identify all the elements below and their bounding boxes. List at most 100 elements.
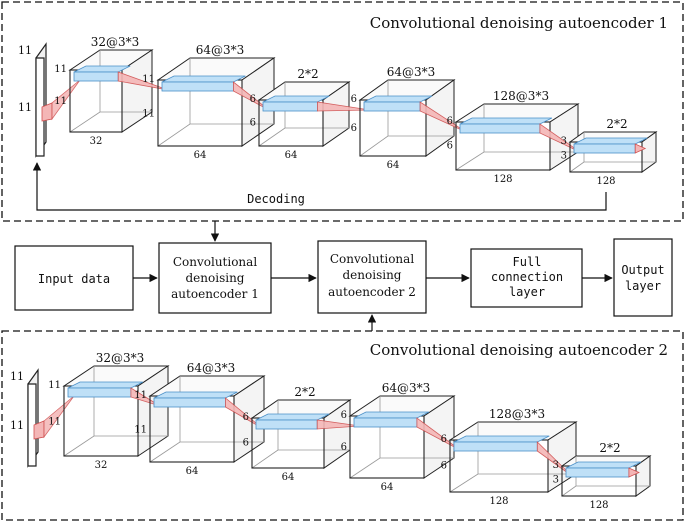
top-panel-title: Convolutional denoising autoencoder 1 — [370, 14, 668, 32]
feature-map-width-label: 11 — [134, 390, 147, 401]
feature-map-5: 128@3*3 6 6 128 — [441, 407, 578, 507]
feature-map-depth-label: 32 — [95, 460, 108, 471]
feature-map-hidden-edge — [449, 473, 479, 493]
input-width-label: 11 — [10, 370, 24, 383]
kernel-top — [161, 75, 246, 83]
receptive-field-cone — [117, 71, 169, 91]
bottom-panel-border — [1, 330, 684, 521]
receptive-field-cone — [419, 101, 467, 133]
receptive-field-cone — [130, 387, 161, 407]
feature-map-3: 2*2 6 6 64 — [243, 385, 361, 483]
feature-map-depth-label: 64 — [285, 150, 298, 161]
feature-map-hidden-edge — [258, 127, 286, 147]
input-data-box — [14, 245, 134, 311]
kernel-top — [262, 95, 330, 103]
input-height-label: 11 — [10, 419, 24, 432]
feature-map-width-label: 6 — [341, 410, 347, 421]
input-slab-front — [35, 57, 45, 157]
feature-map-hidden-edge — [69, 111, 101, 133]
feature-map-height-label: 3 — [553, 475, 559, 486]
kernel-front — [73, 71, 119, 82]
kernel-top — [459, 117, 553, 125]
kernel-top — [453, 435, 550, 443]
kernel-top — [67, 381, 144, 389]
feature-map-height-label: 3 — [561, 151, 567, 162]
feature-map-filter-label: 2*2 — [294, 385, 315, 399]
feature-map-hidden-edge — [569, 161, 585, 173]
feature-map-width-label: 11 — [54, 64, 67, 75]
kernel-top — [255, 413, 330, 421]
top-layer-stack: 111132@3*311113264@3*31111642*2666464@3*… — [18, 35, 658, 187]
kernel-front — [353, 417, 418, 428]
input-data-label: Input data — [38, 272, 110, 286]
kernel-front — [565, 467, 630, 478]
kernel-top — [363, 95, 433, 103]
feature-map-depth-label: 128 — [489, 496, 508, 507]
feature-map-hidden-edge — [157, 123, 191, 147]
feature-map-hidden-edge — [561, 485, 577, 497]
cdae2-line3: autoencoder 2 — [328, 285, 416, 299]
bottom-layer-stack: 111132@3*311113264@3*31111642*2666464@3*… — [10, 351, 652, 511]
kernel-front — [255, 419, 318, 430]
decoding-arrow — [32, 162, 607, 211]
feature-map-filter-label: 128@3*3 — [489, 407, 545, 421]
feature-map-height-label: 6 — [441, 461, 447, 472]
feature-map-depth-label: 128 — [493, 174, 512, 185]
feature-map-depth-label: 64 — [381, 482, 394, 493]
input-height-label: 11 — [18, 101, 32, 114]
feature-map-hidden-edge — [251, 449, 279, 469]
feature-map-height-label: 6 — [341, 442, 347, 453]
feature-map-width-label: 6 — [243, 412, 249, 423]
feature-map-height-label: 6 — [447, 140, 453, 151]
kernel-front — [363, 101, 421, 112]
feature-map-width-label: 6 — [250, 94, 256, 105]
feature-map-filter-label: 2*2 — [297, 67, 318, 81]
feature-map-depth-label: 64 — [282, 472, 295, 483]
receptive-field-cone — [416, 417, 461, 451]
feature-map-2: 64@3*3 11 11 64 — [134, 361, 266, 477]
feature-map-hidden-edge — [149, 441, 181, 463]
feature-map-width-label: 6 — [441, 434, 447, 445]
feature-map-depth-label: 128 — [596, 176, 615, 187]
cdae2-line1: Convolutional — [330, 252, 414, 266]
full-connection-line1: Full — [513, 255, 542, 269]
kernel-front — [262, 101, 318, 112]
cdae1-line3: autoencoder 1 — [171, 287, 259, 301]
feature-map-height-label: 11 — [134, 424, 147, 435]
kernel-front — [453, 441, 538, 452]
kernel-front — [161, 81, 234, 92]
feature-map-depth-label: 64 — [387, 160, 400, 171]
bottom-panel: Convolutional denoising autoencoder 2 11… — [1, 330, 684, 521]
kernel-front — [573, 143, 636, 154]
receptive-field-cone — [536, 441, 573, 477]
receptive-field-cone — [316, 101, 371, 112]
feature-map-hidden-edge — [349, 457, 381, 479]
kernel-top — [573, 137, 648, 145]
receptive-field-cone — [232, 81, 270, 111]
pipeline-row: Input data Convolutional denoising autoe… — [14, 221, 673, 331]
feature-map-hidden-edge — [359, 135, 389, 157]
feature-map-filter-label: 64@3*3 — [387, 65, 436, 79]
feature-map-height-label: 11 — [48, 417, 61, 428]
feature-map-width-label: 11 — [142, 74, 155, 85]
feature-map-filter-label: 64@3*3 — [382, 381, 431, 395]
feature-map-width-label: 3 — [561, 136, 567, 147]
feature-map-width-label: 6 — [351, 94, 357, 105]
feature-map-4: 64@3*3 6 6 64 — [341, 381, 461, 493]
feature-map-depth-label: 128 — [589, 500, 608, 511]
feature-map-filter-label: 64@3*3 — [187, 361, 236, 375]
cdae1-line1: Convolutional — [173, 255, 257, 269]
feature-map-depth-label: 64 — [186, 466, 199, 477]
feature-map-height-label: 6 — [243, 438, 249, 449]
full-connection-line2: connection — [491, 270, 563, 284]
feature-map-height-label: 11 — [142, 108, 155, 119]
kernel-top — [353, 411, 430, 419]
decoding-label: Decoding — [247, 192, 305, 206]
feature-map-hidden-edge — [455, 151, 485, 171]
feature-map-depth-label: 32 — [90, 136, 103, 147]
